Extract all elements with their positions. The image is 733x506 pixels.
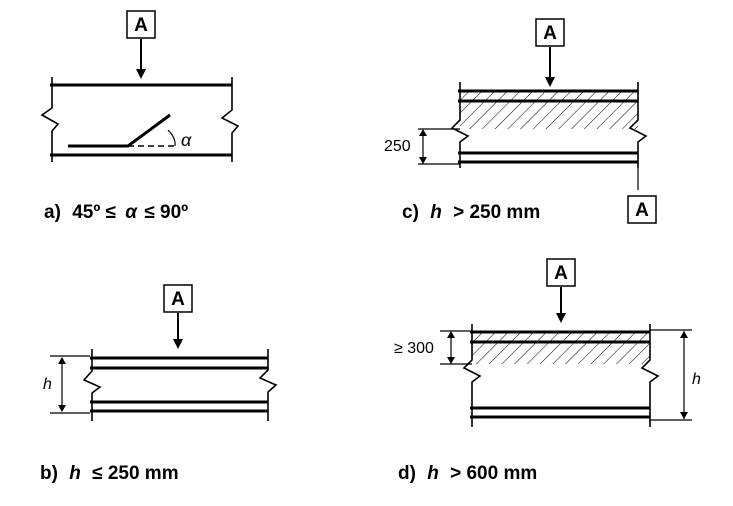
dim-arrow-top-b [58,357,66,364]
left-edge-a [40,77,60,162]
dim-arrow-bottom-b [58,405,66,412]
caption-letter-d: d) [398,463,416,484]
panel-d: A ≥ 300 h d) h > 600 mm [394,258,701,484]
panel-c: A 250 A c) h > 250 mm [384,18,657,224]
dim-arrow-bottom-d [447,357,455,364]
caption-var-c: h [430,202,442,223]
load-arrowhead-c [545,77,555,87]
load-label-box-b [163,284,193,313]
panel-b: A h b) h ≤ 250 mm [40,284,278,484]
dim-arrow-bottom-c [419,157,427,164]
load-label-a: A [134,15,148,36]
extra-label-box-c [627,195,657,224]
hatched-zone-c [460,91,638,129]
load-label-box-a [126,10,156,39]
angle-label-a: α [181,130,192,150]
load-label-b: A [171,289,185,310]
caption-b: b) h ≤ 250 mm [40,463,179,484]
caption-text-d: > 600 mm [450,463,537,484]
bent-bar-a [68,113,171,148]
load-arrowhead-d [556,313,566,323]
dim-label-b: h [43,376,52,393]
dim-arrow-top-d [447,331,455,338]
right-edge-a [220,77,240,162]
load-arrowhead-b [173,339,183,349]
load-label-c: A [543,23,557,44]
dim-arrow-right-bottom-d [680,412,688,419]
load-label-box-c [535,18,565,47]
caption-a: a) 45º ≤ α ≤ 90º [44,202,188,223]
extra-label-c: A [635,200,649,221]
dim-arrow-top-c [419,129,427,136]
hatched-zone-d [472,332,650,364]
left-edge-c [450,82,470,168]
angle-arc-a [167,129,176,147]
caption-d: d) h > 600 mm [398,463,537,484]
caption-var-d: h [427,463,439,484]
right-edge-d [640,324,660,427]
dim-label-right-d: h [692,371,701,388]
left-edge-d [462,324,482,427]
caption-letter-a: a) [44,202,61,223]
caption-text2-a: ≤ 90º [144,202,188,223]
caption-text-c: > 250 mm [453,202,540,223]
caption-symbol-a: α [125,202,138,223]
caption-text-a: 45º ≤ [72,202,116,223]
dim-label-c: 250 [384,138,411,155]
caption-c: c) h > 250 mm [402,202,540,223]
load-arrowhead-a [136,69,146,79]
right-edge-c [628,82,648,168]
dim-label-top-d: ≥ 300 [394,340,434,357]
caption-var-b: h [69,463,81,484]
caption-text-b: ≤ 250 mm [92,463,178,484]
dim-arrow-right-top-d [680,331,688,338]
panel-a: A α a) 45º ≤ α ≤ 90º [40,10,240,223]
caption-letter-b: b) [40,463,58,484]
caption-letter-c: c) [402,202,419,223]
load-label-box-d [546,258,576,287]
load-label-d: A [554,263,568,284]
